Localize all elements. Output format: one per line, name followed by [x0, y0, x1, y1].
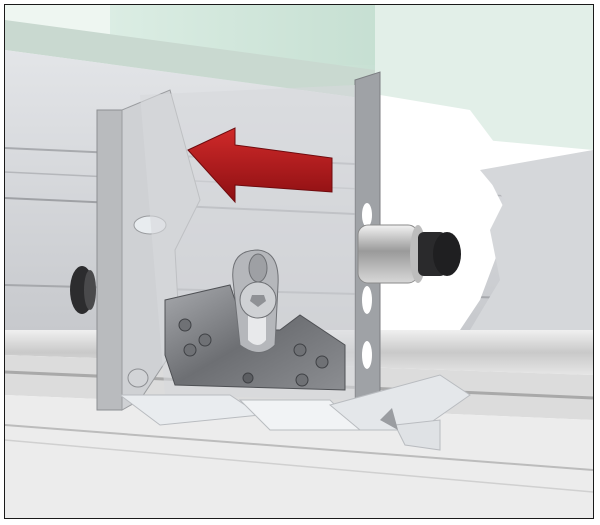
base-rail [5, 395, 593, 519]
left-pin [127, 368, 149, 388]
right-plate-slot [362, 341, 372, 369]
debris-shard [328, 374, 471, 431]
debris-shard [394, 419, 441, 451]
right-plate-slot [362, 286, 372, 314]
left-arrow-icon [187, 127, 333, 204]
cutaway-wall [470, 150, 593, 330]
left-plate [96, 109, 123, 411]
bolt-icon [293, 343, 307, 357]
rail-edge [4, 424, 594, 471]
bolt-icon [295, 373, 309, 387]
rail-edge [4, 439, 594, 493]
latch-pin-top [248, 253, 268, 283]
bolt-icon [198, 333, 212, 347]
bolt-icon [183, 343, 197, 357]
right-roller [357, 224, 419, 284]
top-cap [5, 20, 375, 100]
bolt-icon [178, 318, 192, 332]
hex-socket-icon [250, 295, 266, 307]
left-knob-face [84, 270, 96, 310]
bolt-icon [315, 355, 329, 369]
bolt-icon [242, 372, 254, 384]
debris-shard [380, 408, 398, 430]
right-plate-slot [362, 203, 372, 227]
right-knob-face [433, 232, 461, 276]
